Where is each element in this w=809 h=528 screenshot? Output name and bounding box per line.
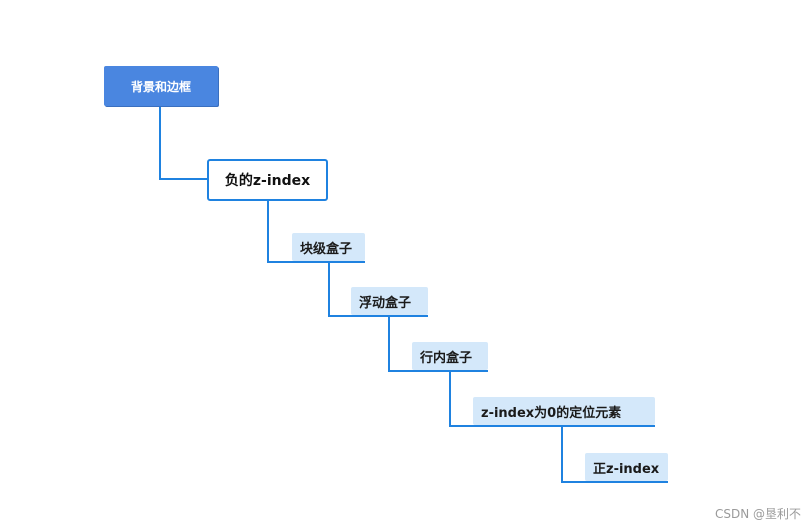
child-node-2-label: 浮动盒子 (359, 295, 412, 311)
child-node-4-label: z-index为0的定位元素 (481, 405, 622, 421)
watermark: CSDN @垦利不 (714, 507, 801, 521)
connector-child-4-child-5 (561, 426, 585, 483)
child-node-1[interactable]: 块级盒子 (292, 233, 365, 261)
root-node[interactable]: 背景和边框 (104, 66, 218, 106)
connector-child-2-child-3 (388, 316, 412, 372)
connector-child-3-child-4 (449, 371, 473, 427)
connector-root-l1 (159, 106, 207, 180)
connector-child-1-child-2 (328, 262, 351, 317)
root-node-label: 背景和边框 (130, 79, 191, 94)
child-node-4[interactable]: z-index为0的定位元素 (473, 397, 655, 425)
child-node-5-label: 正z-index (593, 461, 660, 477)
child-node-2[interactable]: 浮动盒子 (351, 287, 428, 315)
level1-node-label: 负的z-index (224, 173, 311, 189)
child-node-1-label: 块级盒子 (300, 241, 353, 257)
child-node-5[interactable]: 正z-index (585, 453, 668, 481)
child-node-3-label: 行内盒子 (420, 350, 473, 366)
child-node-3[interactable]: 行内盒子 (412, 342, 488, 370)
level1-node[interactable]: 负的z-index (207, 159, 328, 201)
connector-l1-child-1 (267, 201, 292, 263)
